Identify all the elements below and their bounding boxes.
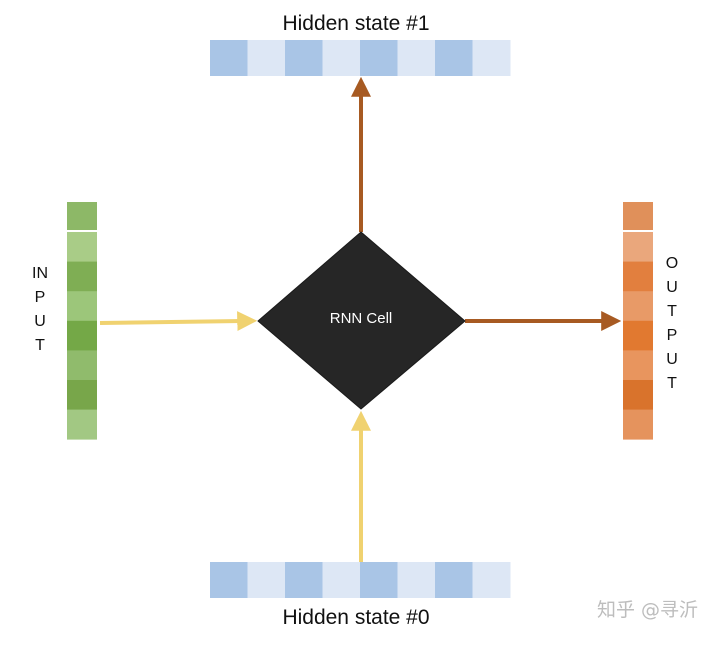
input-cell — [67, 409, 97, 440]
hidden-state-0-cell — [210, 562, 248, 598]
hidden-state-0-vector — [210, 562, 511, 598]
output-header-cell — [623, 202, 653, 230]
input-label: INPUT — [32, 265, 48, 354]
hidden-state-1-cell — [285, 40, 323, 76]
input-cell — [67, 291, 97, 322]
hidden-state-0-cell — [247, 562, 286, 598]
output-cell — [623, 350, 653, 381]
hidden-state-0-cell — [285, 562, 323, 598]
output-cell — [623, 232, 653, 262]
output-cell — [623, 380, 653, 410]
hidden-state-1-cell — [435, 40, 473, 76]
input-cell — [67, 380, 97, 410]
hidden-state-1-cell — [322, 40, 361, 76]
input-cell — [67, 350, 97, 381]
input-cell — [67, 232, 97, 262]
hidden-state-1-cell — [397, 40, 436, 76]
input-cell — [67, 320, 97, 351]
hidden-state-1-label: Hidden state #1 — [282, 12, 430, 35]
hidden-state-1-vector — [210, 40, 511, 76]
hidden-state-0-cell — [360, 562, 398, 598]
output-cell — [623, 320, 653, 351]
input-header-cell — [67, 202, 97, 230]
rnn-cell-label: RNN Cell — [329, 310, 393, 327]
rnn-cell-diamond — [257, 231, 466, 410]
hidden-state-0-cell — [322, 562, 361, 598]
output-cell — [623, 409, 653, 440]
hidden-state-0-cell — [472, 562, 511, 598]
hidden-state-0-cell — [397, 562, 436, 598]
hidden-state-1-cell — [210, 40, 248, 76]
hidden-state-1-cell — [360, 40, 398, 76]
output-cell — [623, 261, 653, 292]
output-cell — [623, 291, 653, 322]
hidden-state-0-cell — [435, 562, 473, 598]
hidden-state-1-cell — [247, 40, 286, 76]
output-label: OUTPUT — [665, 255, 679, 392]
arrow-input-to-cell — [99, 311, 258, 332]
watermark: 知乎 @寻沂 — [596, 599, 698, 621]
input-vector — [67, 202, 97, 440]
hidden-state-1-cell — [472, 40, 511, 76]
output-vector — [623, 202, 653, 440]
hidden-state-0-label: Hidden state #0 — [282, 606, 430, 629]
input-cell — [67, 261, 97, 292]
